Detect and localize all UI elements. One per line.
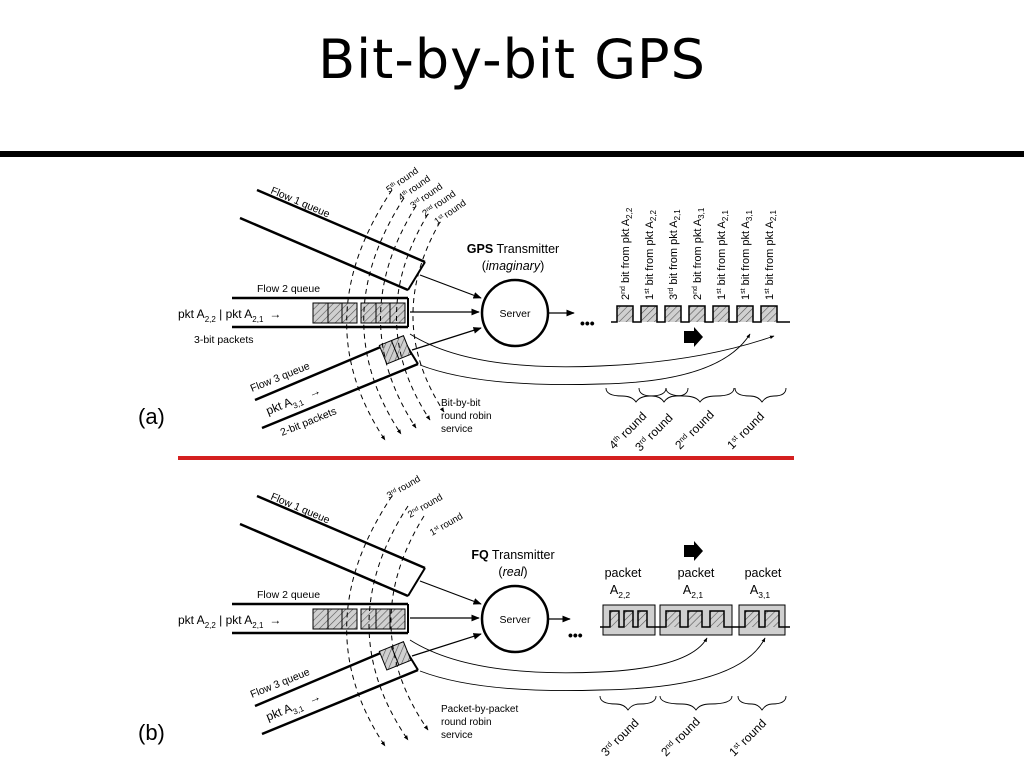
flow2-packet-size-note: 3-bit packets: [194, 334, 254, 346]
gps-transmitter-label: GPS Transmitter: [467, 242, 559, 256]
round-label-b-1st: 1st round: [726, 716, 769, 759]
bit-label-5: 1st bit from pkt A2,1: [716, 210, 730, 301]
flow3-to-output-curve-a: [419, 333, 751, 386]
bit-label-4: 2nd bit from pkt A3,1: [692, 207, 706, 300]
flow2-packet-a21: [360, 302, 406, 324]
bit-label-6: 1st bit from pkt A3,1: [740, 210, 754, 301]
flow2-pipe-b: [232, 602, 409, 635]
bit-box-3: [665, 306, 681, 322]
server-a-dots: •••: [580, 315, 595, 331]
title-rule: [0, 151, 1024, 157]
flow3-to-output-curve-b: [419, 637, 766, 692]
arc-label-b-2nd: 2ndround: [406, 492, 445, 521]
round-arcs-b: [346, 495, 429, 747]
flow2-packets-label: pkt A2,2 | pkt A2,1→: [178, 307, 281, 324]
bit-label-7: 1st bit from pkt A2,1: [764, 210, 778, 301]
flow1-queue-label: Flow 1 queue: [269, 185, 332, 221]
flow2-packet-a21-b: [360, 608, 406, 630]
round-braces-a: [605, 387, 787, 403]
flow3-packet-size-note: 2-bit packets: [279, 405, 339, 438]
flow1-to-server-arrow-b: [419, 580, 482, 605]
flow1-queue-label-b: Flow 1 queue: [269, 491, 332, 527]
flow2-packet-a22-b: [312, 608, 358, 630]
fq-transmitter-label: FQ Transmitter: [471, 548, 554, 562]
flow2-queue-label-b: Flow 2 queue: [257, 589, 320, 601]
flow3-pipe-b: [254, 641, 419, 736]
packet-waveforms: [600, 604, 790, 636]
gps-transmitter-note: (imaginary): [482, 259, 545, 273]
bit-waveform: [611, 305, 790, 323]
round-label-a-2nd: 2nd round: [672, 408, 717, 453]
bit-label-3: 3rd bit from pkt A2,1: [668, 209, 682, 300]
flow3-to-server-arrow: [411, 327, 482, 351]
server-b-dots: •••: [568, 627, 583, 643]
arc-label-b-1st: 1stround: [428, 511, 465, 539]
slide-title: Bit-by-bit GPS: [318, 28, 706, 91]
bit-box-6: [737, 306, 753, 322]
round-labels-a: 4th round 3rd round 2nd round 1st round: [606, 408, 767, 455]
round-label-b-2nd: 2nd round: [658, 715, 703, 760]
arc-label-b-3rd: 3rdround: [385, 474, 423, 502]
flow3-to-server-arrow-b: [411, 633, 482, 657]
bit-box-1: [617, 306, 633, 322]
panel-a-label: (a): [138, 404, 165, 429]
round-label-b-3rd: 3rd round: [598, 716, 641, 759]
bit-label-1: 2nd bit from pkt A2,2: [620, 207, 634, 300]
round-labels-b: 3rd round 2nd round 1st round: [598, 715, 769, 760]
flow2-packet-a22: [312, 302, 358, 324]
flow1-pipe: [239, 188, 426, 292]
flow3-pipe: [254, 335, 419, 430]
panel-b-label: (b): [138, 720, 165, 745]
direction-arrow-b: [684, 541, 703, 561]
round-arcs-a: [346, 189, 445, 441]
bit-labels: 2nd bit from pkt A2,2 1st bit from pkt A…: [620, 207, 778, 300]
round-braces-b: [599, 695, 787, 711]
bit-box-5: [713, 306, 729, 322]
panel-divider: [178, 456, 794, 460]
panel-b: (b) Flow 1 queue Flow 2 queue pkt A2,2 |…: [138, 474, 790, 760]
flow2-packets-label-b: pkt A2,2 | pkt A2,1→: [178, 613, 281, 630]
fq-transmitter-note: (real): [498, 565, 527, 579]
round-labels-arcs-b: 3rdround 2ndround 1stround: [385, 474, 465, 539]
bit-box-4: [689, 306, 705, 322]
server-a-label: Server: [500, 308, 531, 320]
flow2-to-output-curve-b: [409, 637, 708, 674]
bit-label-2: 1st bit from pkt A2,2: [644, 210, 658, 301]
bit-box-2: [641, 306, 657, 322]
flow2-pipe: [232, 296, 409, 329]
direction-arrow-a: [684, 327, 703, 347]
round-label-a-1st: 1st round: [724, 409, 767, 452]
flow2-to-output-curve-a: [409, 333, 775, 368]
flow1-to-server-arrow: [419, 274, 482, 299]
server-b-label: Server: [500, 614, 531, 626]
panel-a: (a) Flow 1 queue Flow 2 queue pkt A2,2 |…: [138, 165, 790, 454]
flow3-packet-label-b: pkt A3,1→: [264, 689, 324, 726]
flow2-queue-label: Flow 2 queue: [257, 283, 320, 295]
round-labels-arcs-a: 5thround 4thround 3rdround 2ndround 1str…: [384, 165, 468, 227]
bit-box-7: [761, 306, 777, 322]
flow1-pipe-b: [239, 494, 426, 598]
